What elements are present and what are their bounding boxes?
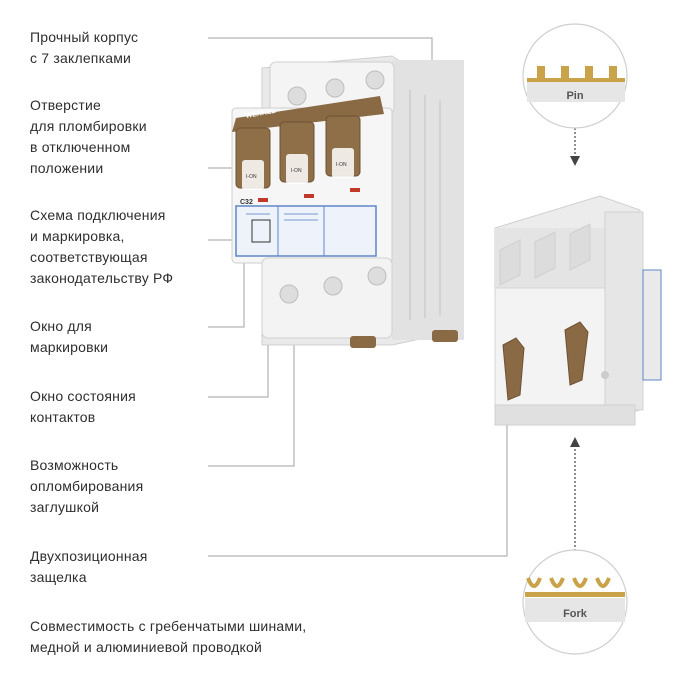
pin-label: Pin bbox=[566, 90, 584, 102]
feature-wiring-diagram: Схема подключения и маркировка, соответс… bbox=[30, 207, 174, 286]
leader-line-6 bbox=[208, 300, 295, 467]
feature-rivet-housing: Прочный корпус с 7 заклепками bbox=[30, 29, 139, 66]
handle-label-2: I-ON bbox=[291, 168, 302, 174]
feature-contact-window: Окно состояния контактов bbox=[30, 388, 136, 425]
feature-two-position-latch: Двухпозиционная защелка bbox=[30, 548, 148, 585]
leader-line-4 bbox=[208, 262, 245, 328]
fork-label: Fork bbox=[563, 608, 587, 620]
connector-arrows bbox=[570, 112, 580, 550]
fork-badge bbox=[522, 549, 628, 655]
feature-plug-sealing: Возможность опломбирования заглушкой bbox=[30, 457, 144, 515]
pin-badge bbox=[522, 23, 628, 129]
breaker-front bbox=[231, 55, 464, 348]
feature-busbar-compat: Совместимость с гребенчатыми шинами, мед… bbox=[30, 618, 307, 655]
leader-line-5 bbox=[208, 262, 269, 398]
feature-sealing-hole: Отверстие для пломбировки в отключенном … bbox=[30, 97, 147, 176]
feature-marking-window: Окно для маркировки bbox=[30, 318, 109, 355]
handle-label-3: I-ON bbox=[336, 162, 347, 168]
leader-line-7 bbox=[208, 400, 508, 557]
rating-text: C32 bbox=[240, 199, 253, 206]
breaker-back bbox=[494, 195, 662, 426]
handle-label-1: I-ON bbox=[246, 174, 257, 180]
